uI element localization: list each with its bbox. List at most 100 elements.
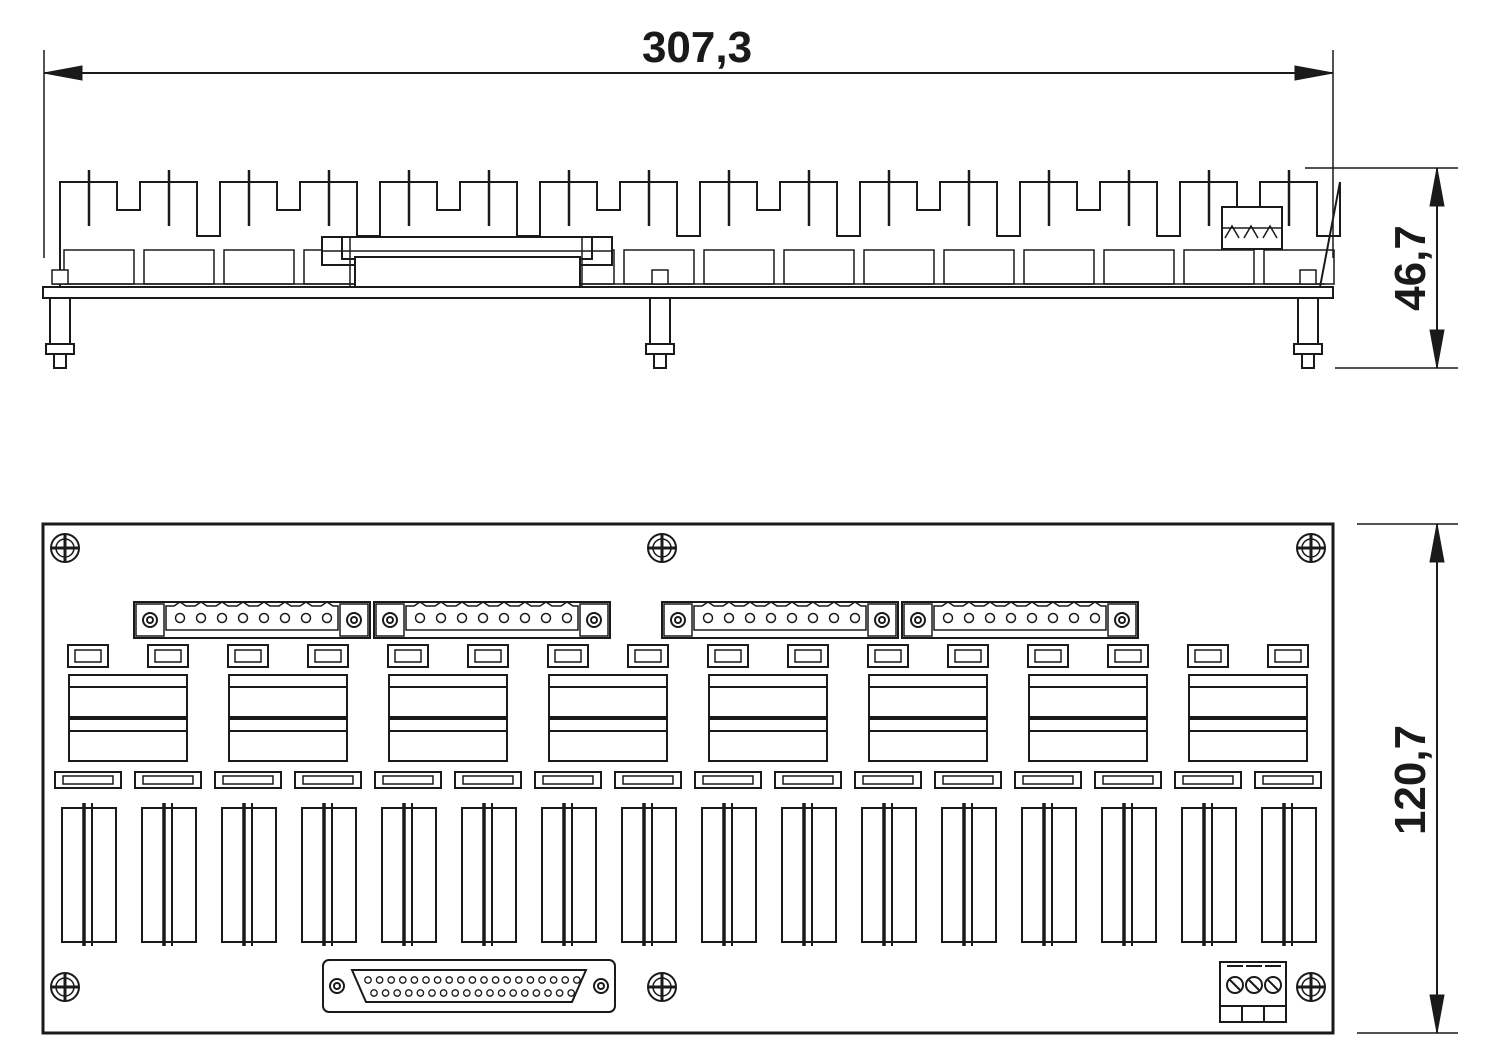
terminal-screw bbox=[237, 612, 249, 624]
dsub-pin bbox=[480, 976, 488, 984]
relay-block bbox=[388, 674, 508, 762]
dsub-pin bbox=[526, 976, 535, 984]
plug-in-relay bbox=[1101, 803, 1157, 946]
terminal-screw bbox=[807, 612, 819, 624]
status-led bbox=[947, 644, 989, 668]
plug-in-relay bbox=[861, 803, 917, 946]
terminal-screw bbox=[435, 612, 447, 624]
dsub-pin bbox=[572, 976, 581, 984]
terminal-screw bbox=[786, 612, 798, 624]
mounting-hole-icon bbox=[1296, 533, 1326, 563]
side-view-relay-profile bbox=[59, 181, 1341, 288]
plug-in-relay bbox=[701, 803, 757, 946]
status-led bbox=[67, 644, 109, 668]
power-terminal-block bbox=[1219, 961, 1287, 1023]
status-led bbox=[467, 644, 509, 668]
terminal-screw bbox=[744, 612, 756, 624]
dsub-pin bbox=[387, 976, 396, 984]
terminal-screw bbox=[942, 612, 954, 624]
terminal-screw bbox=[321, 612, 333, 624]
marker-label bbox=[934, 771, 1002, 789]
dsub-pin bbox=[456, 976, 465, 984]
side-view-relay-socket bbox=[863, 249, 935, 285]
marker-label bbox=[54, 771, 122, 789]
side-view-relay-socket bbox=[943, 249, 1015, 285]
status-led bbox=[627, 644, 669, 668]
terminal-screw bbox=[279, 612, 291, 624]
mounting-hole-icon bbox=[647, 533, 677, 563]
dsub-pin bbox=[491, 976, 500, 984]
dsub-pin bbox=[416, 989, 425, 997]
terminal-strip bbox=[373, 601, 611, 639]
marker-label bbox=[1014, 771, 1082, 789]
top-view bbox=[41, 522, 1335, 1035]
marker-label bbox=[374, 771, 442, 789]
dsub-pin bbox=[549, 976, 558, 984]
status-led bbox=[387, 644, 429, 668]
marker-label bbox=[614, 771, 682, 789]
depth-dimension-label: 120,7 bbox=[1386, 725, 1435, 835]
plug-in-relay bbox=[221, 803, 277, 946]
mounting-foot-flange bbox=[645, 343, 675, 355]
width-dimension-label: 307,3 bbox=[642, 23, 752, 72]
marker-label bbox=[774, 771, 842, 789]
dsub-pin bbox=[509, 989, 518, 997]
terminal-screw bbox=[1005, 612, 1017, 624]
mounting-foot-flange bbox=[45, 343, 75, 355]
plug-in-relay bbox=[1181, 803, 1237, 946]
marker-label bbox=[854, 771, 922, 789]
dsub-pin bbox=[468, 976, 477, 984]
plug-in-relay bbox=[61, 803, 117, 946]
mounting-foot-head bbox=[1299, 269, 1317, 285]
terminal-strip bbox=[133, 601, 371, 639]
mounting-hole-icon bbox=[50, 533, 80, 563]
marker-label bbox=[214, 771, 282, 789]
dsub-pin bbox=[364, 976, 372, 984]
dsub-pin bbox=[474, 989, 483, 997]
dsub-pin bbox=[370, 989, 378, 997]
mounting-foot-pin bbox=[1301, 353, 1315, 369]
side-view-relay-socket bbox=[1183, 249, 1255, 285]
terminal-screw bbox=[828, 612, 840, 624]
relay-block bbox=[1188, 674, 1308, 762]
terminal-screw bbox=[963, 612, 975, 624]
mounting-foot-flange bbox=[1293, 343, 1323, 355]
plug-in-relay bbox=[141, 803, 197, 946]
terminal-screw bbox=[561, 612, 573, 624]
plug-in-relay bbox=[941, 803, 997, 946]
relay-block bbox=[68, 674, 188, 762]
terminal-screw bbox=[258, 612, 270, 624]
dsub-pin bbox=[375, 976, 384, 984]
dsub-pin bbox=[428, 989, 436, 997]
mounting-foot-head bbox=[51, 269, 69, 285]
dsub-pin bbox=[486, 989, 494, 997]
depth-dimension bbox=[1357, 523, 1458, 1034]
plug-in-relay bbox=[541, 803, 597, 946]
mounting-foot bbox=[49, 297, 71, 345]
terminal-strip bbox=[901, 601, 1139, 639]
dsub-pin bbox=[555, 989, 564, 997]
mounting-foot bbox=[1297, 297, 1319, 345]
plug-in-relay bbox=[1021, 803, 1077, 946]
plug-in-relay bbox=[381, 803, 437, 946]
dsub-pin bbox=[433, 976, 442, 984]
status-led bbox=[547, 644, 589, 668]
dsub-pin bbox=[497, 989, 506, 997]
dsub-pin bbox=[439, 989, 448, 997]
terminal-screw bbox=[300, 612, 312, 624]
terminal-screw bbox=[765, 612, 777, 624]
marker-label bbox=[134, 771, 202, 789]
terminal-screw bbox=[477, 612, 489, 624]
terminal-screw bbox=[1026, 612, 1038, 624]
marker-label bbox=[1254, 771, 1322, 789]
status-led bbox=[1027, 644, 1069, 668]
side-view-relay-socket bbox=[1023, 249, 1095, 285]
dsub-pin bbox=[462, 989, 471, 997]
marker-label bbox=[1094, 771, 1162, 789]
mounting-hole-icon bbox=[50, 972, 80, 1002]
status-led bbox=[867, 644, 909, 668]
side-view-power-terminal bbox=[1221, 206, 1283, 250]
side-view-base-plate bbox=[42, 286, 1334, 299]
terminal-screw bbox=[216, 612, 228, 624]
terminal-screw bbox=[498, 612, 510, 624]
